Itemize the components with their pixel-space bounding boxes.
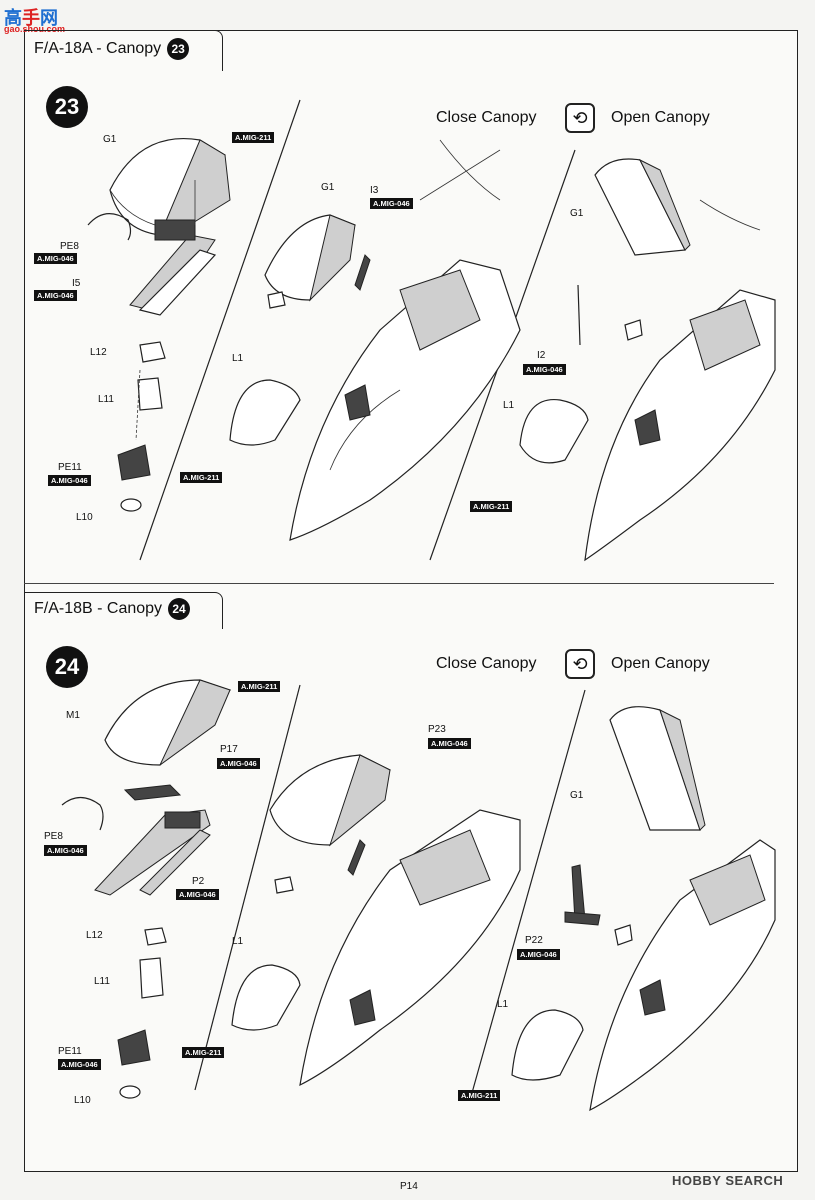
part-pe8-24 xyxy=(61,796,104,831)
part-label: P2 xyxy=(192,876,205,887)
watermark-logo: 高手网 gao.shou.com xyxy=(4,8,66,34)
part-label: I2 xyxy=(537,350,546,361)
part-label: L10 xyxy=(74,1095,91,1106)
part-pe11 xyxy=(117,444,151,481)
windscreen-l1 xyxy=(229,379,301,446)
paint-code: A.MIG-046 xyxy=(217,758,260,769)
part-l10-24 xyxy=(119,1085,141,1099)
paint-code: A.MIG-046 xyxy=(176,889,219,900)
paint-code: A.MIG-046 xyxy=(48,475,91,486)
part-label: L12 xyxy=(90,347,107,358)
part-label: G1 xyxy=(103,134,117,145)
swap-canopy-icon: ⟲ xyxy=(565,103,595,133)
windscreen-l1-open xyxy=(519,398,589,464)
part-label: G1 xyxy=(321,182,335,193)
paint-code: A.MIG-046 xyxy=(34,253,77,264)
canopy-g1-open xyxy=(594,158,691,256)
part-i3 xyxy=(354,254,371,291)
part-label: I3 xyxy=(370,185,379,196)
part-label: L1 xyxy=(503,400,515,411)
canopy-m1-part xyxy=(104,679,232,766)
part-p17 xyxy=(123,784,182,801)
brand-name: HOBBY SEARCH xyxy=(672,1173,784,1188)
paint-code: A.MIG-211 xyxy=(238,681,281,692)
fuselage-open-23 xyxy=(584,199,776,562)
hobbysearch-logo-icon: HOBBY SEARCH xyxy=(672,1173,783,1188)
part-label: L1 xyxy=(232,353,244,364)
windscreen-l1-24 xyxy=(231,964,301,1031)
section-divider xyxy=(24,583,774,584)
section-title-24: F/A-18B - Canopy 24 xyxy=(34,598,191,620)
part-l11 xyxy=(137,377,163,411)
part-label: P22 xyxy=(525,935,543,946)
swap-canopy-icon: ⟲ xyxy=(565,649,595,679)
step-number-23: 23 xyxy=(46,86,88,128)
page-number: P14 xyxy=(400,1181,418,1192)
part-label: PE11 xyxy=(58,462,82,473)
part-label: L1 xyxy=(497,999,509,1010)
part-label: L10 xyxy=(76,512,93,523)
fuselage-closed-24 xyxy=(299,809,521,1087)
windscreen-l1-open-24 xyxy=(511,1009,584,1081)
open-canopy-label: Open Canopy xyxy=(611,109,710,126)
paint-code: A.MIG-046 xyxy=(44,845,87,856)
step-badge-small: 24 xyxy=(168,598,191,620)
column-divider xyxy=(194,684,301,1091)
paint-code: A.MIG-046 xyxy=(370,198,413,209)
part-l12-24 xyxy=(144,927,167,946)
part-small-block xyxy=(267,291,286,309)
part-l11-24 xyxy=(139,957,164,999)
paint-code: A.MIG-211 xyxy=(232,132,275,143)
step-number-24: 24 xyxy=(46,646,88,688)
close-canopy-label: Close Canopy xyxy=(436,109,537,126)
part-label: P23 xyxy=(428,724,446,735)
section-title-23: F/A-18A - Canopy 23 xyxy=(34,38,190,60)
tab-outline xyxy=(24,592,223,629)
close-canopy-label: Close Canopy xyxy=(436,655,537,672)
part-label: G1 xyxy=(570,790,584,801)
part-l10 xyxy=(120,498,142,512)
paint-code: A.MIG-046 xyxy=(58,1059,101,1070)
cockpit-p2-part xyxy=(94,809,211,896)
canopy-closed-24 xyxy=(269,754,391,847)
canopy-g1-closed xyxy=(264,214,356,302)
part-label: I5 xyxy=(72,278,81,289)
column-divider xyxy=(469,689,586,1101)
cockpit-i5-part xyxy=(129,219,217,316)
part-l12 xyxy=(139,341,166,363)
part-pe11-24 xyxy=(117,1029,151,1066)
part-i2 xyxy=(577,284,581,346)
part-label: L11 xyxy=(94,976,110,987)
tab-outline xyxy=(24,30,223,71)
step-badge-small: 23 xyxy=(167,38,190,60)
part-label: G1 xyxy=(570,208,584,219)
paint-code: A.MIG-046 xyxy=(523,364,566,375)
part-label: PE8 xyxy=(60,241,79,252)
part-label: L11 xyxy=(98,394,114,405)
paint-code: A.MIG-046 xyxy=(428,738,471,749)
part-label: L12 xyxy=(86,930,103,941)
frame-pe8-part xyxy=(87,213,132,241)
part-label: PE11 xyxy=(58,1046,82,1057)
fuselage-open-24 xyxy=(589,839,776,1112)
canopy-g1-open-24 xyxy=(609,706,706,831)
part-p23 xyxy=(347,839,366,876)
fuselage-closed-23 xyxy=(289,139,521,541)
paint-code: A.MIG-046 xyxy=(34,290,77,301)
part-label: P17 xyxy=(220,744,238,755)
paint-code: A.MIG-046 xyxy=(517,949,560,960)
paint-code: A.MIG-211 xyxy=(180,472,223,483)
column-divider xyxy=(139,99,301,561)
part-label: L1 xyxy=(232,936,244,947)
part-label: M1 xyxy=(66,710,80,721)
open-canopy-label: Open Canopy xyxy=(611,655,710,672)
paint-code: A.MIG-211 xyxy=(182,1047,225,1058)
paint-code: A.MIG-211 xyxy=(458,1090,501,1101)
paint-code: A.MIG-211 xyxy=(470,501,513,512)
part-label: PE8 xyxy=(44,831,63,842)
